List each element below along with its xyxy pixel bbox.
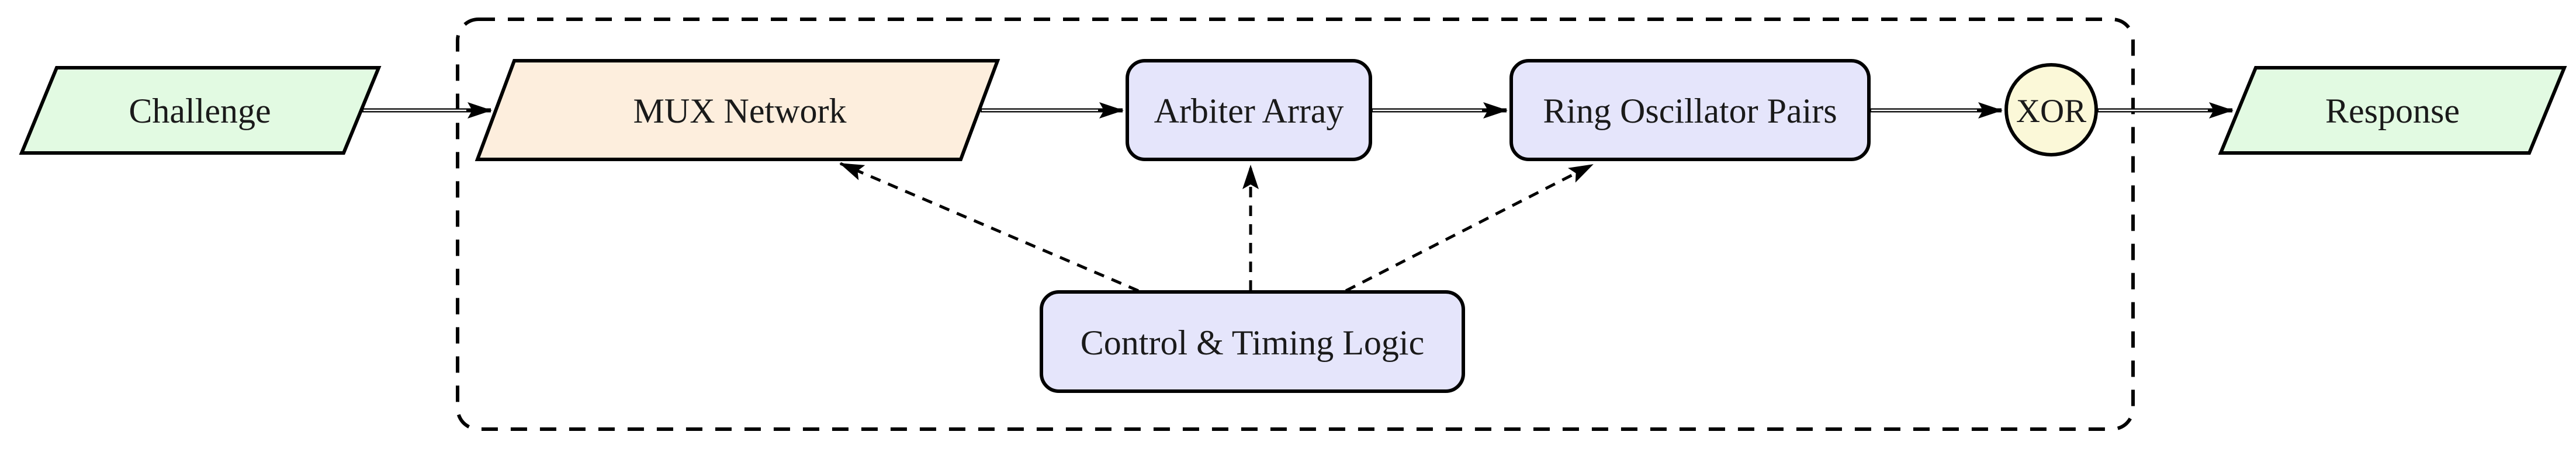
dashed-arrow-control-to-ring-oscillator xyxy=(1345,163,1594,293)
node-response: Response xyxy=(2218,66,2567,155)
ring-oscillator-pairs-label: Ring Oscillator Pairs xyxy=(1543,92,1837,130)
device-boundary-dashed-box xyxy=(456,18,2135,431)
challenge-shape xyxy=(19,66,382,155)
arbiter-array-shape xyxy=(1126,59,1372,161)
node-ring-oscillator-pairs: Ring Oscillator Pairs xyxy=(1509,59,1871,161)
dashed-arrow-control-to-mux xyxy=(839,162,1139,293)
response-label: Response xyxy=(2325,92,2460,130)
xor-label: XOR xyxy=(2016,93,2086,130)
node-xor: XOR xyxy=(2004,63,2098,156)
mux-network-label: MUX Network xyxy=(633,92,847,130)
mux-network-shape xyxy=(475,59,1000,161)
xor-shape xyxy=(2004,63,2098,156)
ring-oscillator-pairs-shape xyxy=(1509,59,1871,161)
node-control-timing-logic: Control & Timing Logic xyxy=(1040,290,1465,393)
node-arbiter-array: Arbiter Array xyxy=(1126,59,1372,161)
node-challenge: Challenge xyxy=(19,66,382,155)
control-timing-logic-label: Control & Timing Logic xyxy=(1081,323,1424,362)
node-mux-network: MUX Network xyxy=(475,59,1000,161)
control-timing-logic-shape xyxy=(1040,290,1465,393)
response-shape xyxy=(2218,66,2567,155)
arbiter-array-label: Arbiter Array xyxy=(1154,92,1344,130)
challenge-label: Challenge xyxy=(129,92,271,130)
